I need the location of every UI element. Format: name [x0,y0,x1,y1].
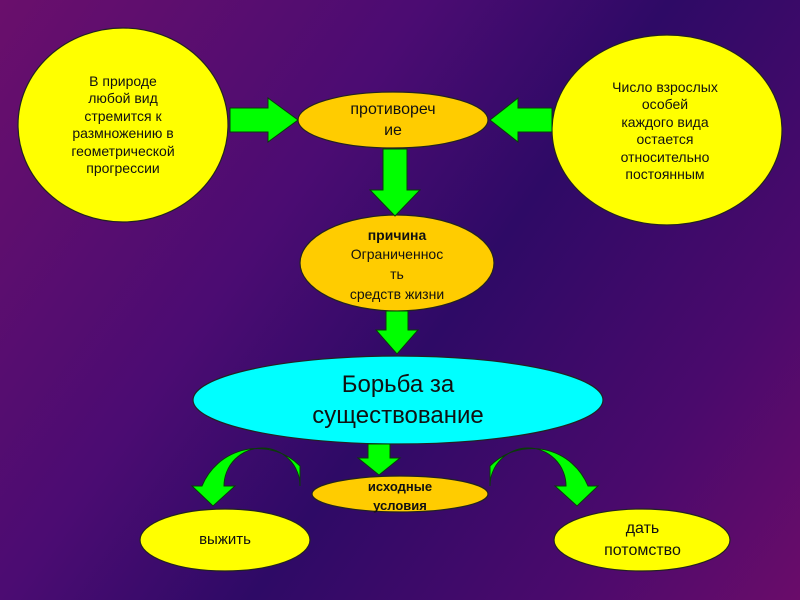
contradiction-text: противореч ие [350,101,436,139]
curved-arrow-left-icon [190,447,301,507]
left-fact-ellipse [17,27,229,223]
left-fact-text: В природе любой вид стремится к размноже… [71,72,175,177]
survive-text: выжить [199,530,251,548]
offspring-ellipse [553,508,731,572]
struggle-ellipse [192,355,604,445]
arrow-right-icon [229,97,299,143]
arrow-left-icon [489,96,553,144]
arrow-down-icon [374,310,420,355]
offspring-text: дать потомство [604,519,681,559]
right-fact-text: Число взрослых особей каждого вида остае… [612,78,718,183]
cause-text: причина Ограниченнос ть средств жизни [349,226,445,302]
initial-text: исходные условия [367,478,433,514]
struggle-text: Борьба за существование [312,370,484,429]
arrow-down-icon [368,148,422,217]
initial-ellipse [311,475,489,513]
curved-arrow-right-icon [489,447,600,507]
arrow-down-icon [356,443,402,476]
survive-ellipse [139,508,311,572]
